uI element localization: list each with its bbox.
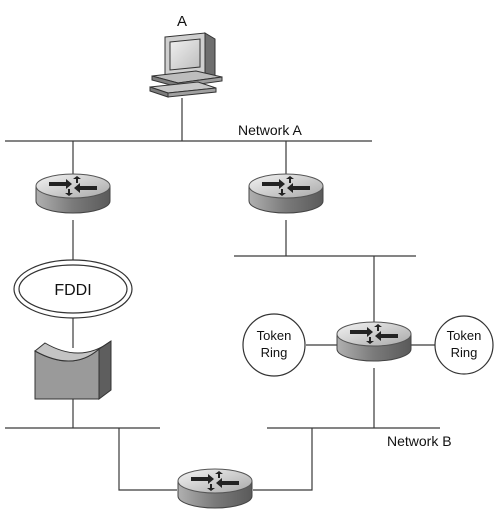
fddi-ring-icon[interactable] bbox=[13, 259, 133, 319]
token-ring-icon[interactable] bbox=[242, 313, 306, 377]
token-ring-left-label-line2: Ring bbox=[261, 345, 288, 360]
network-links bbox=[5, 98, 440, 491]
router-icon[interactable] bbox=[336, 321, 412, 362]
token-ring-left-label-line1: Token bbox=[257, 328, 292, 343]
router-icon[interactable] bbox=[248, 173, 324, 214]
token-ring-right-label-line2: Ring bbox=[451, 345, 478, 360]
token-ring-right-label-line1: Token bbox=[447, 328, 482, 343]
link-network-b-router-4 bbox=[253, 428, 313, 491]
token-ring-icon[interactable] bbox=[434, 315, 494, 375]
network-b-label: Network B bbox=[387, 433, 452, 449]
router-icon[interactable] bbox=[35, 173, 111, 214]
host-a-label: A bbox=[177, 13, 187, 30]
link-lan-left-router-4 bbox=[118, 428, 177, 491]
fddi-label: FDDI bbox=[54, 282, 91, 299]
network-a-label: Network A bbox=[238, 122, 302, 138]
switch-icon[interactable] bbox=[34, 340, 112, 400]
workstation-icon[interactable] bbox=[149, 32, 223, 98]
router-icon[interactable] bbox=[177, 468, 253, 509]
